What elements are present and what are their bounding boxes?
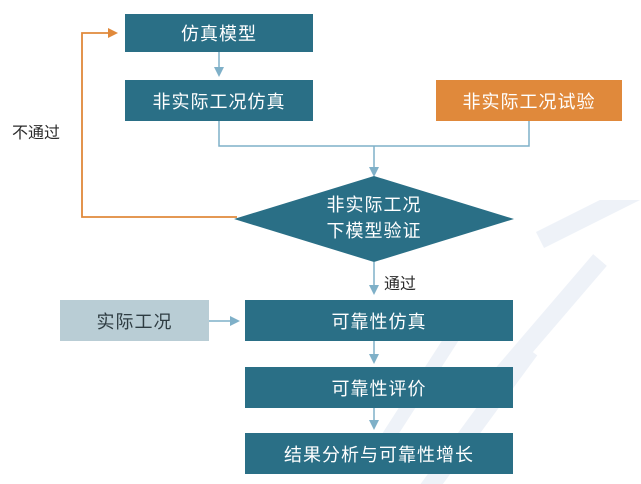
edge-sim-to-merge xyxy=(218,121,530,147)
pass-label: 通过 xyxy=(384,274,417,293)
non-actual-sim-label: 非实际工况仿真 xyxy=(152,91,286,113)
non-actual-test-label: 非实际工况试验 xyxy=(462,91,596,113)
non-actual-sim-node: 非实际工况仿真 xyxy=(125,80,313,121)
reliability-eval-label: 可靠性评价 xyxy=(331,378,427,400)
sim-model-node: 仿真模型 xyxy=(125,14,313,52)
validation-text: 非实际工况 下模型验证 xyxy=(314,193,434,245)
non-actual-test-node: 非实际工况试验 xyxy=(436,80,622,121)
reliability-sim-node: 可靠性仿真 xyxy=(245,300,513,341)
reliability-sim-label: 可靠性仿真 xyxy=(331,311,427,333)
sim-model-label: 仿真模型 xyxy=(181,24,257,45)
result-analysis-label: 结果分析与可靠性增长 xyxy=(284,444,474,466)
validation-line-2: 下模型验证 xyxy=(326,221,422,242)
result-analysis-node: 结果分析与可靠性增长 xyxy=(245,433,513,474)
actual-condition-label: 实际工况 xyxy=(96,311,173,333)
reliability-eval-node: 可靠性评价 xyxy=(245,367,513,408)
validation-diamond xyxy=(234,176,514,262)
fail-label: 不通过 xyxy=(12,123,61,142)
validation-line-1: 非实际工况 xyxy=(326,195,422,216)
actual-condition-node: 实际工况 xyxy=(60,300,209,341)
edge-fail-loop xyxy=(81,28,237,218)
